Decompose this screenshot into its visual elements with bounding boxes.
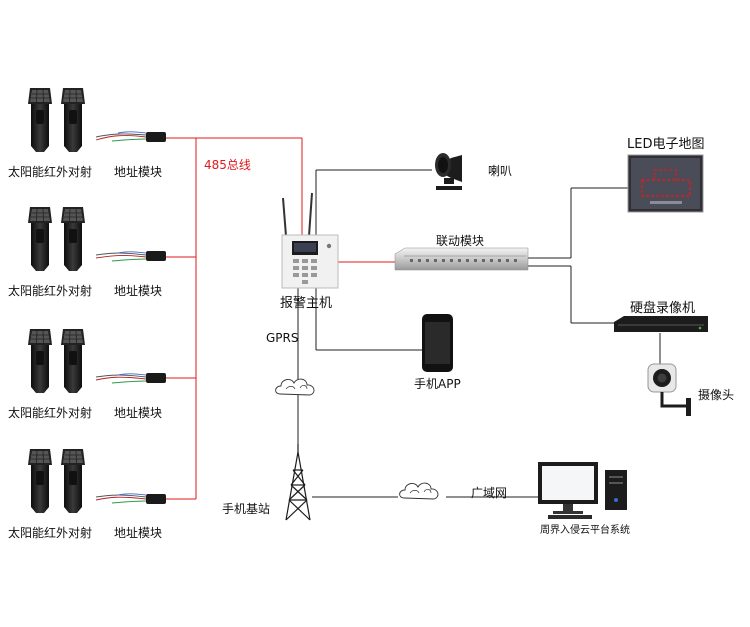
speaker-device <box>435 153 462 190</box>
platform-computer <box>538 462 627 519</box>
speaker-label: 喇叭 <box>488 164 513 178</box>
led-map-label: LED电子地图 <box>627 137 705 152</box>
infrared-sensor-icons <box>27 87 86 514</box>
cloud-icons <box>275 378 439 500</box>
alarm-host-device <box>281 192 339 289</box>
sensor-label: 太阳能红外对射 <box>8 284 93 298</box>
address-module-icons <box>146 132 166 504</box>
connection-lines <box>297 169 661 498</box>
camera-device <box>647 363 691 416</box>
sensor-label: 太阳能红外对射 <box>8 526 93 540</box>
gprs-label: GPRS <box>266 331 299 345</box>
linkage-module-device <box>394 247 529 271</box>
linkage-label: 联动模块 <box>436 234 485 248</box>
sensor-label: 太阳能红外对射 <box>8 165 93 179</box>
cell-tower-icon <box>285 444 311 521</box>
module-label: 地址模块 <box>114 284 163 298</box>
sensor-label: 太阳能红外对射 <box>8 406 93 420</box>
led-map-screen <box>627 154 704 213</box>
cable-bundles <box>95 131 147 504</box>
camera-label: 摄像头 <box>698 388 735 402</box>
dvr-device <box>614 316 708 332</box>
module-label: 地址模块 <box>114 165 163 179</box>
wan-label: 广域网 <box>471 486 508 500</box>
platform-label: 周界入侵云平台系统 <box>540 525 630 536</box>
bus-label: 485总线 <box>204 158 251 172</box>
base-station-label: 手机基站 <box>222 502 271 516</box>
mobile-phone-device <box>422 314 453 372</box>
bus-lines <box>166 137 395 500</box>
dvr-label: 硬盘录像机 <box>630 301 696 316</box>
module-label: 地址模块 <box>114 526 163 540</box>
alarm-host-label: 报警主机 <box>280 296 333 311</box>
module-label: 地址模块 <box>114 406 163 420</box>
phone-app-label: 手机APP <box>414 377 461 391</box>
